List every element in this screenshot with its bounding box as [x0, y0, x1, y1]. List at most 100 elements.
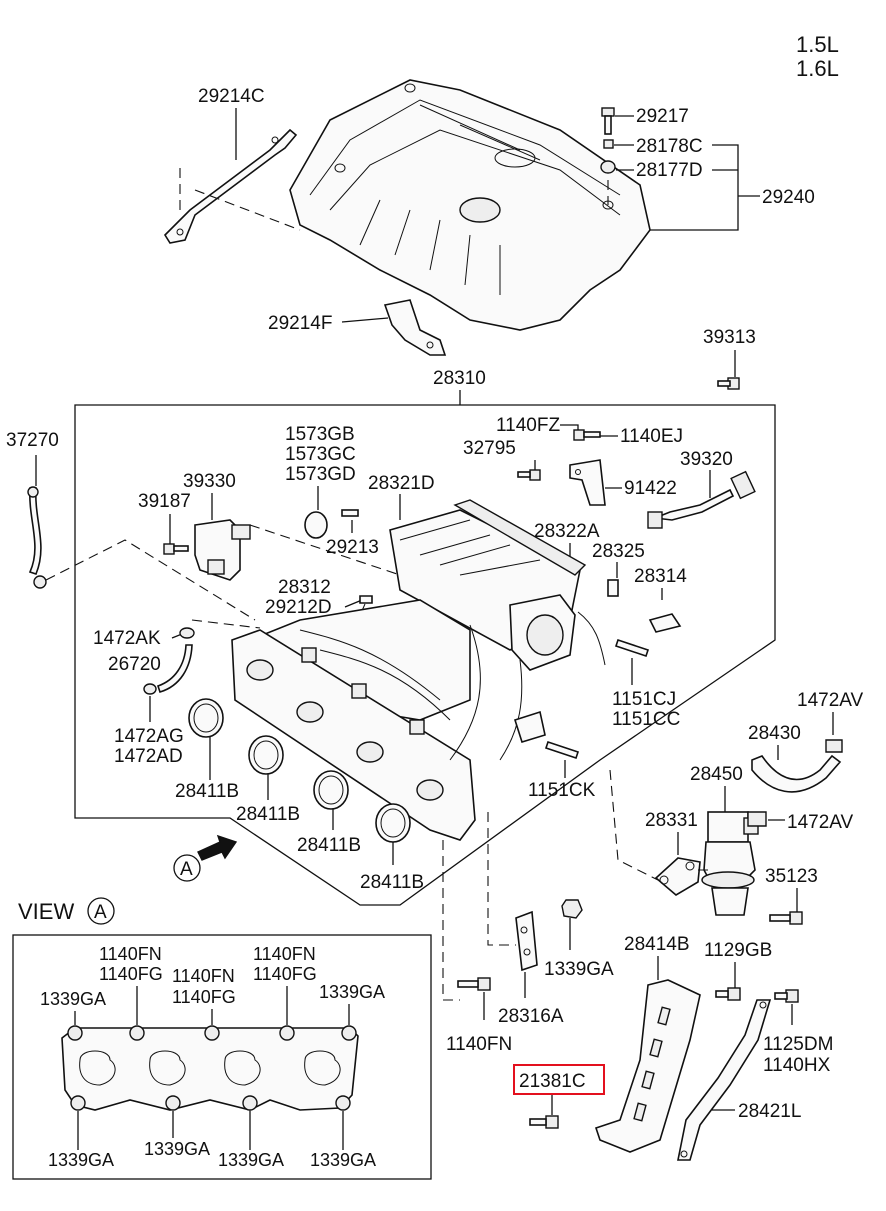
- view-label-fn1: 1140FN: [99, 944, 162, 964]
- stay-28421L[interactable]: [677, 999, 772, 1161]
- label-28411B-1: 28411B: [175, 781, 239, 802]
- label-28430: 28430: [748, 723, 801, 744]
- manifold-assembly-frame: [74, 404, 776, 906]
- label-39320: 39320: [680, 449, 733, 470]
- label-28331: 28331: [645, 810, 698, 831]
- plug-1573G[interactable]: [304, 511, 328, 539]
- oxygen-sensor-39320[interactable]: [647, 470, 756, 529]
- label-1472AV-a: 1472AV: [797, 690, 864, 711]
- clamp-1472AK[interactable]: [179, 627, 195, 639]
- bolt-32795[interactable]: [517, 469, 541, 481]
- bolt-29217[interactable]: [601, 107, 615, 135]
- label-28450: 28450: [690, 764, 743, 785]
- label-1573GB: 1573GB: [285, 424, 355, 445]
- label-28314: 28314: [634, 566, 687, 587]
- view-label-ga-tl: 1339GA: [40, 989, 106, 1009]
- view-label-ga-b2: 1339GA: [144, 1139, 210, 1159]
- bracket-28316A[interactable]: [515, 910, 538, 972]
- bolt-1140FN[interactable]: [457, 977, 491, 991]
- hose-28430[interactable]: [751, 754, 842, 793]
- bolt-21381C[interactable]: [529, 1115, 559, 1129]
- view-title-marker-circle: [87, 897, 115, 925]
- label-29217: 29217: [636, 106, 689, 127]
- label-29240: 29240: [762, 187, 815, 208]
- egr-valve-28450[interactable]: [701, 811, 759, 916]
- engine-variant-1: 1.5L: [796, 32, 839, 57]
- view-a-inset-frame: [12, 934, 432, 1180]
- label-1151CK: 1151CK: [528, 780, 596, 801]
- label-28325: 28325: [592, 541, 645, 562]
- bolt-35123[interactable]: [769, 911, 803, 925]
- label-28178C: 28178C: [636, 136, 703, 157]
- stud-1151CJ[interactable]: [614, 638, 650, 658]
- view-label-fg3: 1140FG: [253, 964, 317, 984]
- bolt-39313[interactable]: [717, 377, 740, 390]
- label-28411B-4: 28411B: [360, 872, 424, 893]
- plug-28325[interactable]: [607, 579, 619, 597]
- view-a-nuts[interactable]: [67, 1025, 357, 1111]
- screw-39187[interactable]: [163, 543, 189, 555]
- bolt-1140EJ[interactable]: [573, 429, 601, 441]
- pin-29213[interactable]: [341, 509, 359, 517]
- grommet-28177D[interactable]: [600, 160, 616, 174]
- label-39187: 39187: [138, 491, 191, 512]
- label-1140EJ: 1140EJ: [620, 426, 683, 447]
- stay-28414B[interactable]: [594, 979, 701, 1153]
- label-32795: 32795: [463, 438, 516, 459]
- label-39330: 39330: [183, 471, 236, 492]
- engine-cover[interactable]: [289, 79, 651, 331]
- label-28411B-2: 28411B: [236, 804, 300, 825]
- view-a-marker: A: [180, 859, 193, 880]
- label-1472AK: 1472AK: [93, 628, 161, 649]
- engine-variant-2: 1.6L: [796, 56, 839, 81]
- bracket-29214F[interactable]: [383, 299, 447, 356]
- clamp-1472AV-a[interactable]: [825, 739, 843, 753]
- bolt-1129GB[interactable]: [715, 987, 741, 1001]
- label-28421L: 28421L: [738, 1101, 801, 1122]
- label-1472AD: 1472AD: [114, 746, 183, 767]
- label-28177D: 28177D: [636, 160, 703, 181]
- label-37270: 37270: [6, 430, 59, 451]
- label-26720: 26720: [108, 654, 161, 675]
- label-1140HX: 1140HX: [763, 1055, 831, 1076]
- label-29214F: 29214F: [268, 313, 332, 334]
- view-a-marker-circle: [173, 854, 201, 882]
- hose-28314[interactable]: [648, 613, 682, 633]
- label-1151CC: 1151CC: [612, 709, 680, 730]
- bolt-1125DM[interactable]: [774, 989, 799, 1003]
- hose-26720[interactable]: [156, 644, 193, 693]
- highlight-box-21381C: [513, 1064, 605, 1095]
- view-label-fg1: 1140FG: [99, 964, 163, 984]
- label-28321D: 28321D: [368, 473, 435, 494]
- washer-28178C[interactable]: [603, 139, 614, 149]
- view-label-ga-b3: 1339GA: [218, 1150, 284, 1170]
- view-label-fn3: 1140FN: [253, 944, 316, 964]
- label-29214C: 29214C: [198, 86, 265, 107]
- gasket-28331[interactable]: [654, 857, 701, 896]
- label-1573GD: 1573GD: [285, 464, 356, 485]
- ground-strap-37270[interactable]: [27, 486, 47, 589]
- bracket-29214C[interactable]: [163, 128, 298, 244]
- view-a-gasket[interactable]: [61, 1027, 359, 1111]
- label-1472AV-b: 1472AV: [787, 812, 854, 833]
- clamp-1472AV-b[interactable]: [747, 811, 767, 827]
- label-28411B-3: 28411B: [297, 835, 361, 856]
- clamp-1472AG[interactable]: [143, 683, 157, 695]
- label-39313: 39313: [703, 327, 756, 348]
- view-a-arrow: [197, 834, 238, 861]
- label-1140FZ: 1140FZ: [496, 415, 560, 436]
- view-label-fn2: 1140FN: [172, 966, 235, 986]
- bracket-91422[interactable]: [569, 459, 606, 506]
- label-28316A: 28316A: [498, 1006, 564, 1027]
- map-sensor-39330[interactable]: [194, 519, 251, 581]
- label-35123: 35123: [765, 866, 818, 887]
- view-label-fg2: 1140FG: [172, 987, 236, 1007]
- label-1125DM: 1125DM: [763, 1034, 833, 1055]
- label-21381C[interactable]: 21381C: [519, 1071, 586, 1092]
- label-28414B: 28414B: [624, 934, 690, 955]
- stud-1151CK[interactable]: [544, 740, 580, 760]
- intake-manifold-28310[interactable]: [231, 499, 587, 841]
- label-1339GA-mid: 1339GA: [544, 959, 614, 980]
- label-1140FN-main: 1140FN: [446, 1034, 512, 1055]
- nut-1339GA[interactable]: [561, 899, 583, 919]
